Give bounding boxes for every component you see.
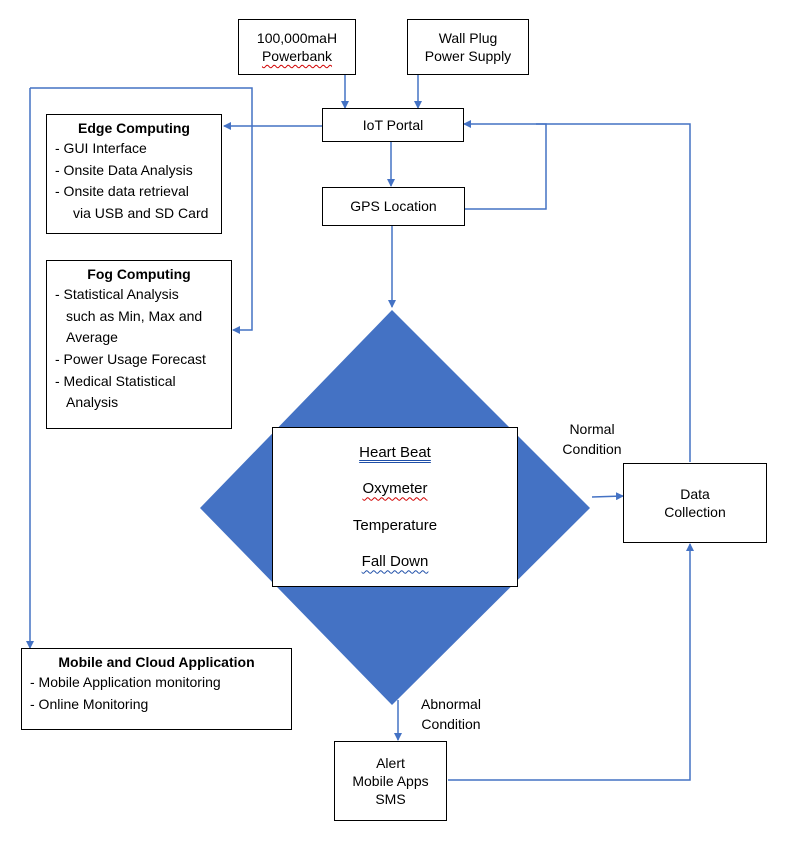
edge-computing-title: Edge Computing [78,120,190,136]
edge-computing-box: Edge Computing - GUI Interface - Onsite … [46,114,222,234]
data-collection-line-1: Data [680,485,710,502]
normal-condition-line-1: Normal [569,421,615,437]
mobile-cloud-title: Mobile and Cloud Application [58,654,255,670]
connector-diamond-to-datacollection [591,492,624,501]
powerbank-box: 100,000maH Powerbank [238,19,356,75]
fog-item: - Medical Statistical [55,372,176,389]
mobile-cloud-item: - Online Monitoring [30,695,149,712]
edge-item: - GUI Interface [55,140,147,156]
alert-box: Alert Mobile Apps SMS [334,741,447,821]
edge-item: - Onsite data retrieval [55,183,189,200]
mobile-cloud-list: - Mobile Application monitoring - Online… [30,672,283,715]
gps-location-box: GPS Location [322,187,465,226]
connector-left-rail [30,87,253,334]
edge-computing-list: - GUI Interface - Onsite Data Analysis -… [55,138,213,225]
edge-item: via USB and SD Card [73,205,209,222]
iot-portal-label: IoT Portal [362,116,424,133]
data-collection-line-2: Collection [664,504,726,520]
mobile-cloud-box: Mobile and Cloud Application - Mobile Ap… [21,648,292,730]
mobile-cloud-item: - Mobile Application monitoring [30,674,221,690]
wall-plug-line-2: Power Supply [424,48,512,64]
sensors-box: Heart Beat Oxymeter Temperature Fall Dow… [272,427,518,587]
sensor-fall-down: Fall Down [361,553,429,571]
fog-computing-title: Fog Computing [87,266,191,282]
fog-item: Analysis [66,394,119,411]
fog-item: - Statistical Analysis [55,286,179,302]
powerbank-line-2: Powerbank [261,48,333,64]
sensor-heart-beat: Heart Beat [359,443,431,461]
alert-line-3: SMS [375,791,406,808]
alert-line-1: Alert [376,754,405,771]
data-collection-box: Data Collection [623,463,767,543]
sensor-oxymeter: Oxymeter [362,480,428,498]
sensor-temperature: Temperature [352,516,438,534]
connector-alert-to-datacollection [448,543,694,781]
fog-item: Average [66,329,118,346]
iot-portal-box: IoT Portal [322,108,464,142]
connector-gps-to-portal [465,123,547,210]
fog-computing-list: - Statistical Analysis such as Min, Max … [55,284,223,414]
powerbank-line-1: 100,000maH [256,29,338,46]
wall-plug-box: Wall Plug Power Supply [407,19,529,75]
gps-location-label: GPS Location [350,198,437,215]
wall-plug-line-1: Wall Plug [438,29,498,46]
abnormal-condition-line-2: Condition [421,715,481,732]
alert-line-2: Mobile Apps [352,772,429,789]
connector-datacollection-to-portal [463,120,691,462]
fog-computing-box: Fog Computing - Statistical Analysis suc… [46,260,232,429]
normal-condition-line-2: Condition [562,440,622,457]
abnormal-condition-line-1: Abnormal [421,696,481,712]
fog-item: - Power Usage Forecast [55,351,206,368]
edge-item: - Onsite Data Analysis [55,161,193,178]
fog-item: such as Min, Max and [66,307,203,324]
normal-condition-label: Normal Condition [552,420,632,459]
abnormal-condition-label: Abnormal Condition [408,695,494,734]
